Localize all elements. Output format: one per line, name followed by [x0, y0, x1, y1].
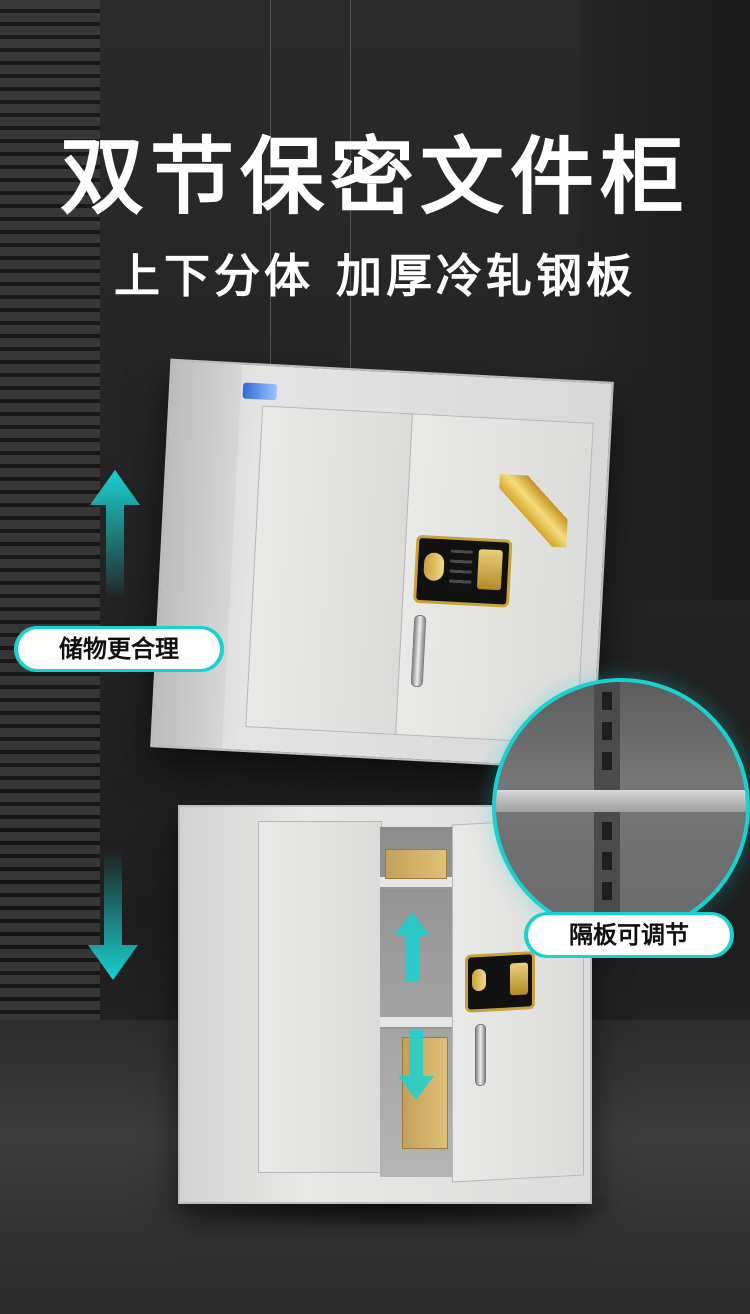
arrow-down-icon	[88, 850, 138, 980]
hanging-wire	[350, 0, 351, 380]
stored-box	[385, 849, 447, 879]
arrow-up-icon	[394, 912, 430, 982]
feature-badge-shelf: 隔板可调节	[524, 912, 734, 958]
subtitle-part: 加厚冷轧钢板	[336, 249, 636, 303]
shelf-bar	[496, 790, 746, 812]
feature-badge-storage: 储物更合理	[14, 626, 224, 672]
upper-left-door	[245, 405, 414, 736]
gold-seal	[496, 474, 570, 548]
brand-logo	[242, 382, 278, 401]
subtitle-part: 上下分体	[114, 249, 314, 303]
lower-left-door	[258, 821, 382, 1173]
background-stripes	[0, 0, 100, 1030]
shelf	[380, 1017, 452, 1029]
arrow-up-icon	[90, 470, 140, 600]
page-subtitle: 上下分体加厚冷轧钢板	[0, 240, 750, 306]
fingerprint-lock-icon	[465, 951, 535, 1013]
door-handle	[475, 1023, 486, 1087]
shelf	[380, 877, 452, 889]
badge-label: 隔板可调节	[569, 921, 689, 949]
fingerprint-lock-icon	[413, 534, 513, 608]
shelf-detail-zoom	[492, 678, 750, 936]
page-title: 双节保密文件柜	[59, 128, 690, 226]
arrow-down-icon	[398, 1030, 434, 1100]
hanging-wire	[270, 0, 271, 375]
background-wall	[580, 0, 750, 600]
cabinet-side	[152, 360, 243, 749]
badge-label: 储物更合理	[59, 635, 179, 663]
door-handle	[410, 614, 427, 688]
